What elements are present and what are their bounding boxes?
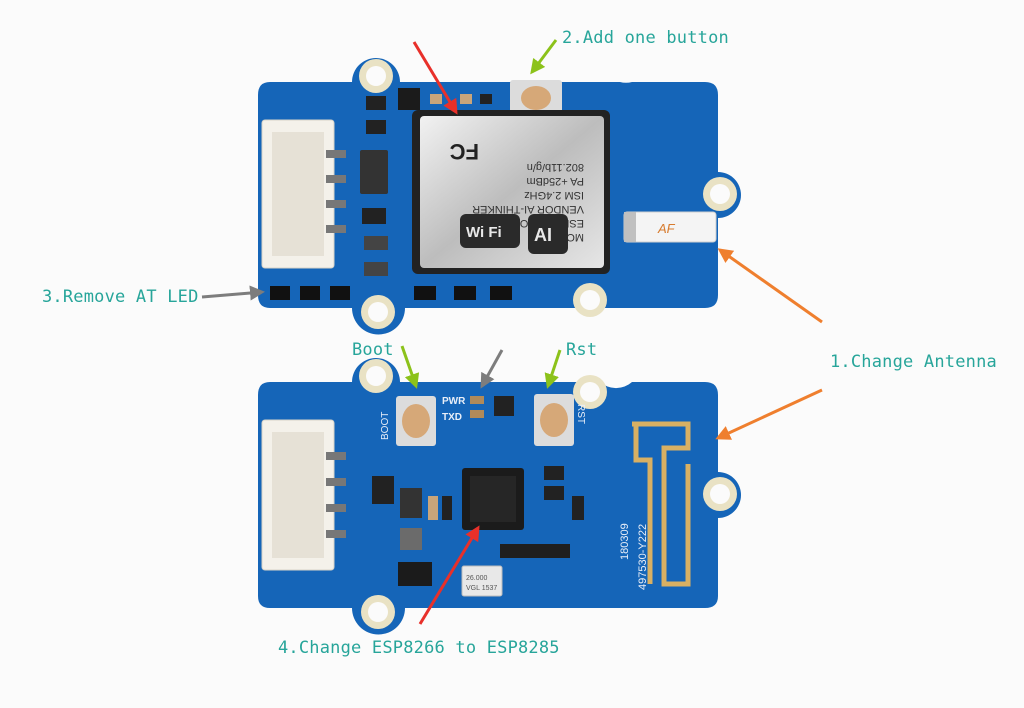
module-line-5: 802.11b/g/n — [527, 161, 584, 173]
label-add-button: 2.Add one button — [562, 28, 729, 48]
arrow-green-boot — [400, 345, 420, 389]
crystal-line1: 26.000 — [466, 575, 488, 582]
top-board: MODEL ESP8266MOD VENDOR AI-THINKER ISM 2… — [258, 58, 741, 335]
pcb-antenna-trace — [632, 421, 691, 587]
bottom-grove-connector — [261, 419, 346, 571]
label-rst: Rst — [566, 340, 598, 360]
silk-pwr: PWR — [442, 396, 466, 407]
arrow-orange-antenna-top — [717, 248, 823, 324]
at-led-pads — [270, 286, 350, 300]
annotation-arrows — [201, 39, 823, 625]
top-grove-connector — [261, 119, 346, 269]
module-line-4: PA +25dBm — [526, 175, 584, 187]
arrow-orange-antenna-bottom — [715, 388, 823, 440]
bottom-board: BOOT RST PWR TXD 26.000 VGL 1537 — [258, 358, 742, 635]
fc-mark: FC — [450, 139, 479, 164]
silk-boot: BOOT — [380, 412, 391, 440]
ai-logo: AI — [534, 225, 552, 245]
module-line-2: VENDOR AI-THINKER — [472, 203, 584, 215]
wifi-logo: Wi Fi — [466, 224, 502, 241]
esp-module: MODEL ESP8266MOD VENDOR AI-THINKER ISM 2… — [412, 110, 610, 274]
antenna-chip-label: AF — [657, 221, 676, 236]
arrow-gray-pwr — [480, 349, 504, 389]
label-remove-led: 3.Remove AT LED — [42, 287, 199, 307]
label-change-chip: 4.Change ESP8266 to ESP8285 — [278, 638, 560, 658]
silk-txd: TXD — [442, 412, 462, 423]
label-boot: Boot — [352, 340, 394, 360]
silk-part: 497530-Y222 — [637, 524, 649, 590]
silk-date: 180309 — [619, 523, 631, 560]
arrow-red-chip — [418, 525, 480, 625]
rst-button — [534, 394, 574, 446]
esp8285-chip — [462, 468, 524, 530]
silk-rst: RST — [575, 404, 586, 424]
arrow-red-top — [412, 41, 458, 115]
ceramic-antenna: AF — [623, 211, 717, 243]
arrow-green-rst — [544, 349, 562, 389]
crystal: 26.000 VGL 1537 — [461, 565, 503, 597]
added-button — [510, 80, 562, 116]
label-change-antenna: 1.Change Antenna — [830, 352, 997, 372]
arrow-green-button — [530, 39, 558, 75]
arrow-gray-led — [201, 285, 265, 301]
crystal-line2: VGL 1537 — [466, 585, 497, 592]
module-line-3: ISM 2.4GHz — [524, 189, 584, 201]
boot-button — [396, 396, 436, 446]
